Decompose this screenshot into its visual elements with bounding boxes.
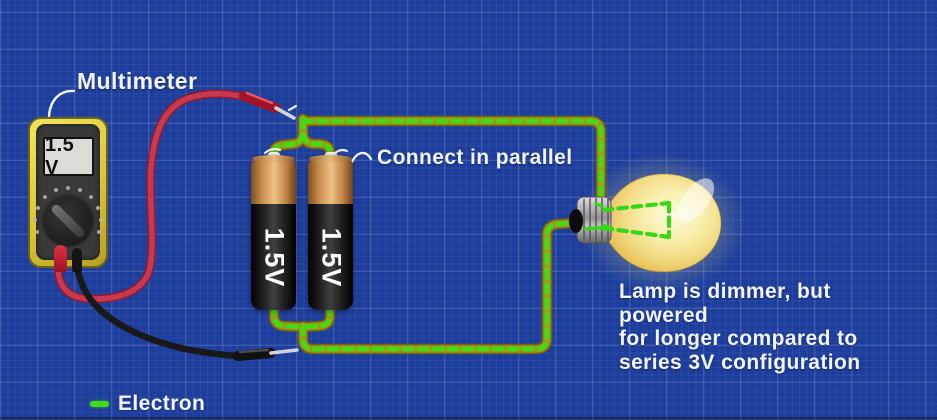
battery-2-body: 1.5V — [308, 204, 353, 310]
multimeter-leader — [47, 89, 76, 118]
dial-tick — [34, 230, 39, 235]
bulb-highlight — [677, 178, 715, 222]
dial-tick — [96, 205, 101, 210]
electron-flow-dashes — [271, 116, 604, 352]
lamp-caption-line-1: Lamp is dimmer, but powered — [619, 280, 831, 327]
dial-tick — [66, 186, 70, 190]
battery-2: 1.5V — [308, 152, 353, 310]
battery-2-cap — [308, 155, 353, 204]
multimeter-label: Multimeter — [77, 68, 198, 94]
dial-tick — [35, 205, 40, 210]
multimeter: 1.5 V — [28, 117, 108, 272]
battery-2-label: 1.5V — [316, 227, 347, 287]
dial-ticks — [32, 185, 104, 257]
red-probe-jack — [54, 245, 67, 272]
electron-legend-swatch — [90, 401, 109, 407]
dial-tick — [33, 217, 38, 222]
dial-tick — [53, 188, 58, 193]
lamp-caption-line-3: series 3V configuration — [619, 350, 861, 374]
red-probe-tip — [274, 106, 296, 120]
multimeter-display: 1.5 V — [43, 134, 94, 179]
battery-1-label: 1.5V — [259, 227, 290, 287]
electron-legend-label: Electron — [118, 392, 206, 415]
multimeter-panel: 1.5 V — [33, 124, 103, 260]
light-bulb — [569, 173, 722, 273]
battery-1-body: 1.5V — [251, 204, 296, 310]
base-arrowhead — [602, 223, 613, 232]
black-probe-lead — [71, 252, 299, 361]
dial-tick — [98, 217, 103, 222]
parallel-leader — [349, 151, 373, 166]
dial-knob — [49, 202, 87, 240]
bulb-filament — [601, 200, 672, 240]
bulb-contact-tip — [569, 209, 583, 233]
parallel-annotation: Connect in parallel — [377, 146, 573, 169]
red-probe-handle — [239, 91, 281, 113]
lamp-caption-line-2: for longer compared to — [619, 327, 858, 350]
electron-legend: Electron — [90, 392, 205, 416]
dial-tick — [43, 195, 48, 200]
battery-1-cap — [251, 155, 296, 204]
black-probe-jack — [72, 248, 82, 272]
dial-tick — [88, 195, 93, 200]
lamp-caption: Lamp is dimmer, but powered for longer c… — [619, 280, 919, 374]
base-electron-marks — [583, 202, 604, 231]
leader-lines — [47, 89, 373, 166]
battery-1: 1.5V — [251, 152, 296, 310]
multimeter-dial — [43, 196, 93, 246]
black-probe-handle — [233, 348, 276, 361]
dial-tick — [97, 230, 101, 235]
dial-tick — [78, 188, 83, 193]
black-probe-tip — [269, 348, 299, 355]
